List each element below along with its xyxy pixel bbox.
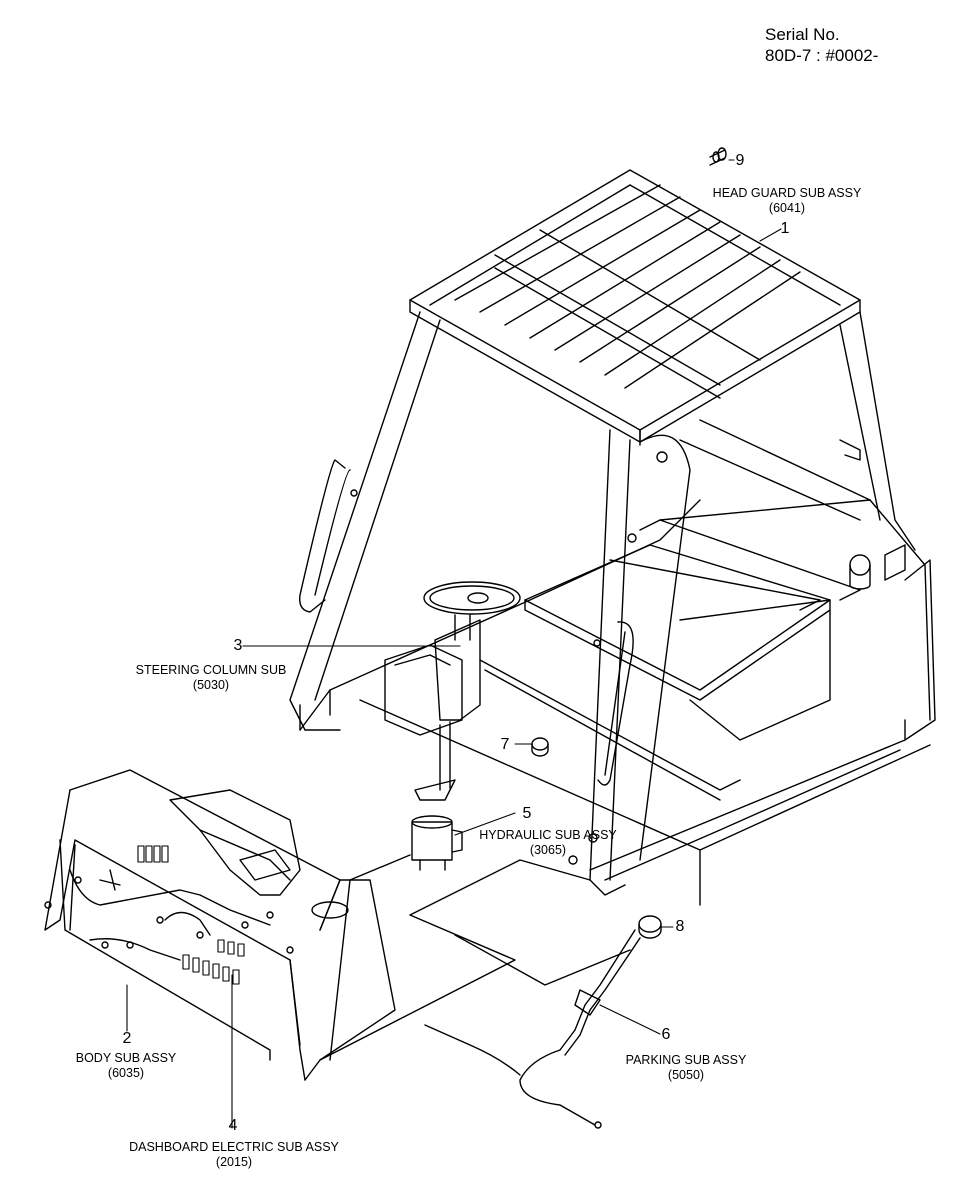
callout-4-code: (2015) [215, 1155, 253, 1169]
callout-3-label: STEERING COLUMN SUB (5030) [136, 663, 287, 693]
callout-1-code: (6041) [768, 201, 806, 215]
serial-number-block: Serial No. 80D-7 : #0002- [765, 24, 878, 66]
callout-1-name: HEAD GUARD SUB ASSY [712, 186, 862, 200]
callout-5-code: (3065) [529, 843, 567, 857]
serial-label: Serial No. [765, 25, 840, 44]
callout-2-code: (6035) [107, 1066, 145, 1080]
callout-1-label: HEAD GUARD SUB ASSY (6041) [713, 186, 862, 216]
callout-4-number: 4 [228, 1117, 238, 1134]
callout-5-label: HYDRAULIC SUB ASSY (3065) [479, 828, 617, 858]
dashboard-body [44, 769, 396, 1081]
callout-2-name: BODY SUB ASSY [75, 1051, 177, 1065]
hydraulic-unit [411, 815, 463, 871]
callout-5-name: HYDRAULIC SUB ASSY [479, 828, 617, 842]
callout-4-name: DASHBOARD ELECTRIC SUB ASSY [129, 1140, 339, 1154]
callout-3-number: 3 [233, 637, 243, 654]
callout-7-number: 7 [500, 736, 510, 753]
part-7-plug [531, 737, 549, 757]
steering-column [384, 581, 521, 801]
callout-6-code: (5050) [667, 1068, 705, 1082]
callout-6-number: 6 [661, 1026, 671, 1043]
part-8-plug [638, 915, 662, 939]
callout-3-code: (5030) [192, 678, 230, 692]
callout-8-number: 8 [675, 918, 685, 935]
callout-1-number: 1 [780, 220, 790, 237]
callout-9-number: 9 [735, 152, 745, 169]
callout-6-label: PARKING SUB ASSY (5050) [626, 1053, 747, 1083]
callout-3-name: STEERING COLUMN SUB [135, 663, 287, 677]
floor-frame [299, 419, 936, 906]
parking-assembly [424, 929, 641, 1129]
part-9-bolt [709, 147, 727, 166]
leader-lines [126, 159, 782, 1129]
callout-2-number: 2 [122, 1030, 132, 1047]
serial-range: 80D-7 : #0002- [765, 46, 879, 65]
callout-4-label: DASHBOARD ELECTRIC SUB ASSY (2015) [129, 1140, 339, 1170]
callout-2-label: BODY SUB ASSY (6035) [76, 1051, 177, 1081]
head-guard [289, 169, 916, 896]
callout-5-number: 5 [522, 805, 532, 822]
callout-6-name: PARKING SUB ASSY [625, 1053, 747, 1067]
